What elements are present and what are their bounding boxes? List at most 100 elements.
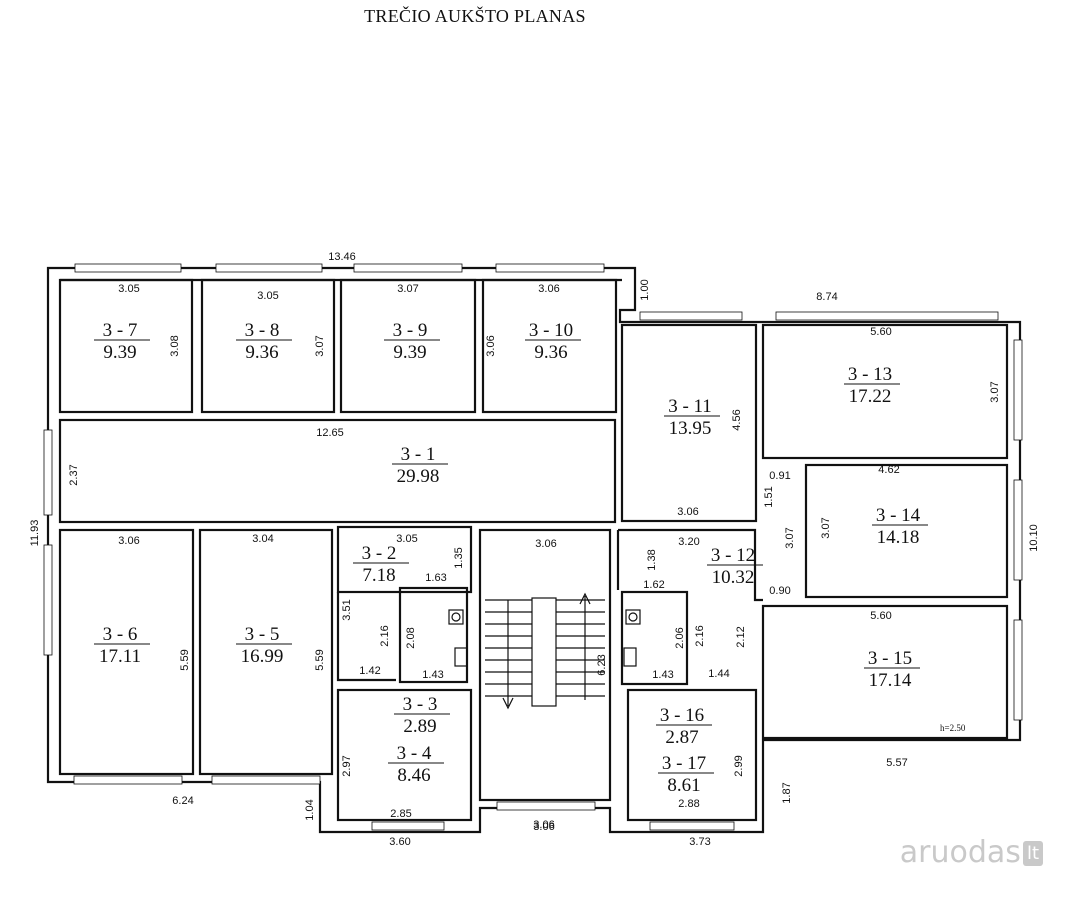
- dimension-label: 2.97: [341, 755, 353, 776]
- room-id: 3 - 11: [668, 396, 712, 417]
- dimension-label: 5.60: [870, 610, 891, 622]
- room-area: 2.89: [403, 716, 436, 737]
- dimension-label: 3.20: [678, 536, 699, 548]
- room-3-1: 3 - 129.98: [392, 444, 448, 487]
- room-labels: 3 - 79.393 - 89.363 - 99.393 - 109.363 -…: [94, 320, 928, 796]
- room-area: 2.87: [665, 727, 698, 748]
- dimension-label: 1.62: [643, 579, 664, 591]
- dimension-label: 3.07: [989, 381, 1001, 402]
- dimension-label: 1.51: [763, 486, 775, 507]
- dimension-label: 1.38: [646, 549, 658, 570]
- room-id: 3 - 16: [660, 705, 704, 726]
- room-id: 3 - 10: [529, 320, 573, 341]
- dimension-label: 3.60: [389, 836, 410, 848]
- room-id: 3 - 8: [245, 320, 280, 341]
- room-area: 17.22: [849, 386, 892, 407]
- dimension-label: 10.10: [1028, 524, 1040, 552]
- dimension-label: 3.07: [314, 335, 326, 356]
- dimension-label: 5.59: [179, 649, 191, 670]
- room-id: 3 - 4: [397, 743, 432, 764]
- room-3-8: 3 - 89.36: [236, 320, 292, 363]
- dimension-label: 5.57: [886, 757, 907, 769]
- dimension-label: 3.06: [538, 283, 559, 295]
- room-3-16: 3 - 162.87: [656, 705, 712, 748]
- room-id: 3 - 1: [401, 444, 436, 465]
- dimension-label: 3.06: [535, 538, 556, 550]
- room-id: 3 - 5: [245, 624, 280, 645]
- room-3-5: 3 - 516.99: [236, 624, 292, 667]
- dimension-label: 11.93: [29, 520, 41, 547]
- dimension-label: 4.62: [878, 464, 899, 476]
- room-3-6: 3 - 617.11: [94, 624, 150, 667]
- room-id: 3 - 9: [393, 320, 428, 341]
- sanitary-fixtures: [448, 609, 641, 667]
- dimension-label: 13.46: [328, 251, 356, 263]
- dimension-label: 3.73: [689, 836, 710, 848]
- room-id: 3 - 3: [403, 694, 438, 715]
- room-area: 7.18: [362, 565, 395, 586]
- room-area: 8.61: [667, 775, 700, 796]
- dimension-label: 1.43: [652, 669, 673, 681]
- room-3-17: 3 - 178.61: [658, 753, 714, 796]
- room-3-4: 3 - 48.46: [388, 743, 444, 786]
- dimension-label: 3.05: [396, 533, 417, 545]
- dimension-label: 1.63: [425, 572, 446, 584]
- room-3-10: 3 - 109.36: [525, 320, 581, 363]
- dimension-label: 5.59: [314, 649, 326, 670]
- dimension-label: 12.65: [316, 427, 344, 439]
- room-id: 3 - 17: [662, 753, 706, 774]
- room-area: 29.98: [397, 466, 440, 487]
- dimension-label: 6.24: [172, 795, 193, 807]
- dimension-label: 3.06: [533, 821, 554, 833]
- dimension-label: 3.07: [784, 527, 796, 548]
- room-3-2: 3 - 27.18: [353, 543, 409, 586]
- room-area: 16.99: [241, 646, 284, 667]
- dimension-label: 4.56: [731, 409, 743, 430]
- room-area: 17.11: [99, 646, 141, 667]
- dimension-label: 6.23: [596, 654, 608, 675]
- dimension-label: 2.85: [390, 808, 411, 820]
- dimension-label: 3.06: [677, 506, 698, 518]
- room-area: 8.46: [397, 765, 430, 786]
- walls: [46, 266, 1022, 834]
- dimension-label: 3.04: [252, 533, 273, 545]
- dimension-label: 2.99: [733, 755, 745, 776]
- dimension-label: 1.43: [422, 669, 443, 681]
- dimension-label: 1.00: [639, 279, 651, 300]
- dimension-label: 2.88: [678, 798, 699, 810]
- room-area: 13.95: [669, 418, 712, 439]
- dimension-label: 2.12: [735, 626, 747, 647]
- room-id: 3 - 12: [711, 545, 755, 566]
- dimension-label: 2.06: [674, 627, 686, 648]
- dimension-label: 1.42: [359, 665, 380, 677]
- room-area: 17.14: [869, 670, 912, 691]
- dimension-label: 2.16: [379, 625, 391, 646]
- dimension-label: 1.87: [781, 782, 793, 803]
- room-3-7: 3 - 79.39: [94, 320, 150, 363]
- room-id: 3 - 15: [868, 648, 912, 669]
- stair-treads: [485, 592, 605, 710]
- dimension-label: 0.90: [769, 585, 790, 597]
- dimension-label: 3.07: [397, 283, 418, 295]
- room-id: 3 - 14: [876, 505, 921, 526]
- room-id: 3 - 6: [103, 624, 138, 645]
- dimension-label: 3.08: [169, 335, 181, 356]
- plan-title: TREČIO AUKŠTO PLANAS: [364, 6, 586, 26]
- room-id: 3 - 2: [362, 543, 397, 564]
- dimension-label: 1.35: [453, 547, 465, 568]
- dimension-label: 5.60: [870, 326, 891, 338]
- dimension-label: 3.06: [118, 535, 139, 547]
- dimension-label: 3.06: [533, 819, 554, 831]
- room-area: 9.36: [245, 342, 278, 363]
- room-area: 14.18: [877, 527, 920, 548]
- room-area: 10.32: [712, 567, 755, 588]
- height-note: h=2.50: [940, 723, 966, 733]
